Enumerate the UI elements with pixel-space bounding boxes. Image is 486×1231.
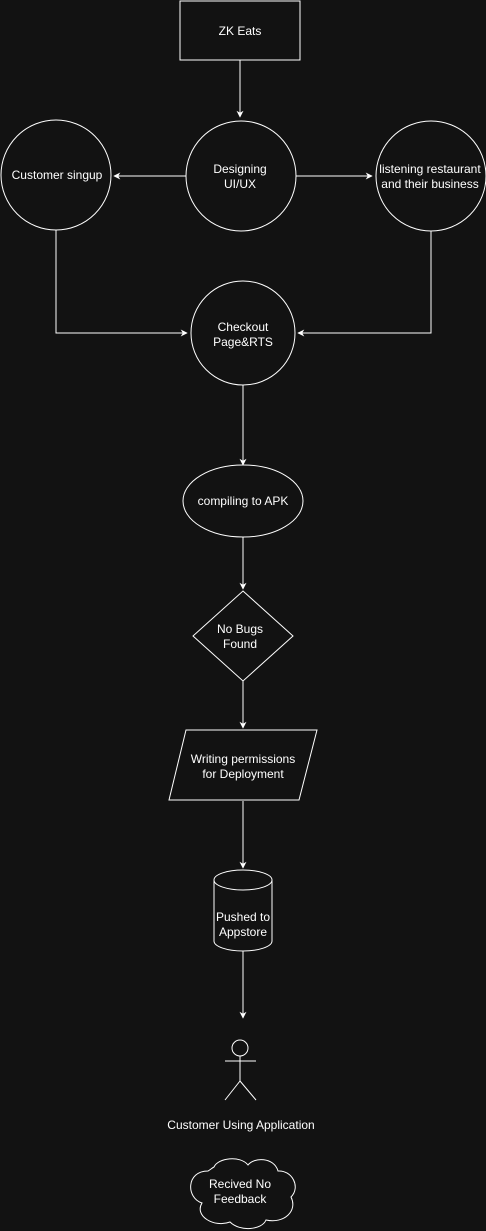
node-listening-label-line2: and their business [381,177,478,191]
node-customer-signup[interactable]: Customer singup [0,119,112,231]
node-customer-label: Customer Using Application [167,1118,314,1132]
node-customer-signup-label: Customer singup [12,168,103,182]
node-designing[interactable]: Designing UI/UX [185,120,297,232]
node-listening[interactable]: listening restaurant and their business [375,120,486,232]
node-permissions-label-line2: for Deployment [202,767,284,781]
node-feedback-label-line1: Recived No [209,1177,271,1191]
node-no-bugs-label-line1: No Bugs [217,622,263,636]
node-listening-label-line1: listening restaurant [379,162,481,176]
node-zk-eats[interactable]: ZK Eats [179,0,301,61]
node-designing-label-line1: Designing [213,162,266,176]
node-appstore-label-line2: Appstore [219,925,267,939]
node-checkout[interactable]: Checkout Page&RTS [190,280,296,386]
node-checkout-label-line2: Page&RTS [213,335,273,349]
node-no-bugs-label-line2: Found [223,637,257,651]
node-customer[interactable]: Customer Using Application [167,1039,315,1132]
node-no-bugs[interactable]: No Bugs Found [192,590,294,682]
node-zk-eats-label: ZK Eats [219,24,262,38]
node-feedback[interactable]: Recived No Feedback [190,1158,296,1229]
node-compiling-label: compiling to APK [198,494,289,508]
node-designing-label-line2: UI/UX [224,177,256,191]
node-checkout-label-line1: Checkout [218,320,269,334]
node-appstore[interactable]: Pushed to Appstore [213,869,273,952]
edge-listening-to-checkout [297,230,432,337]
node-feedback-label-line2: Feedback [214,1192,268,1206]
node-permissions[interactable]: Writing permissions for Deployment [168,729,318,801]
actor-figure-icon [224,1039,257,1101]
edge-customer-signup-to-checkout [55,230,188,337]
node-permissions-label-line1: Writing permissions [191,752,295,766]
node-appstore-label-line1: Pushed to [216,910,270,924]
node-compiling[interactable]: compiling to APK [182,464,304,538]
cloud-icon [190,1158,296,1229]
